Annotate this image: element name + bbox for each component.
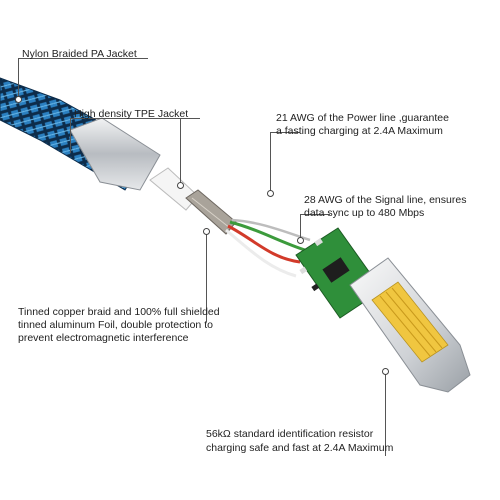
metal-sleeve <box>69 117 161 191</box>
label-shield-1: Tinned copper braid and 100% full shield… <box>18 306 220 318</box>
power-leader-vertical <box>270 132 271 192</box>
signal-leader-horizontal <box>300 214 330 215</box>
label-shield-3: prevent electromagnetic interference <box>18 332 189 344</box>
label-tpe-jacket: High density TPE Jacket <box>74 108 189 120</box>
label-power-line-2: a fasting charging at 2.4A Maximum <box>276 125 443 137</box>
signal-pointer-dot <box>297 237 304 244</box>
label-shield-2: tinned aluminum Foil, double protection … <box>18 319 213 331</box>
inner-wires <box>225 218 311 278</box>
label-nylon-jacket: Nylon Braided PA Jacket <box>22 48 137 60</box>
resistor-leader-end <box>385 455 386 456</box>
power-pointer-dot <box>267 190 274 197</box>
jacket-leader-vertical <box>18 58 19 98</box>
power-leader-horizontal <box>270 132 300 133</box>
label-signal-line-2: data sync up to 480 Mbps <box>304 207 425 219</box>
tpe-leader-horizontal <box>70 118 200 119</box>
label-signal-line-1: 28 AWG of the Signal line, ensures <box>304 194 467 206</box>
jacket-leader-horizontal <box>18 58 148 59</box>
shield-leader-vertical-2 <box>206 282 207 322</box>
shield-leader-vertical <box>206 232 207 282</box>
lightning-connector <box>349 257 471 393</box>
resistor-pointer-dot <box>382 368 389 375</box>
shield-pointer-dot <box>203 228 210 235</box>
tpe-jacket <box>149 167 199 211</box>
signal-leader-vertical <box>300 214 301 239</box>
resistor-leader-vertical <box>385 370 386 455</box>
label-power-line-1: 21 AWG of the Power line ,guarantee <box>276 112 449 124</box>
tpe-leader-vertical <box>70 118 71 153</box>
jacket-pointer-dot <box>15 96 22 103</box>
tpe-pointer-dot <box>177 182 184 189</box>
label-resistor-1: 56kΩ standard identification resistor <box>206 428 374 440</box>
shield-foil <box>185 189 237 235</box>
label-resistor-2: charging safe and fast at 2.4A Maximum <box>206 442 394 454</box>
tpe-leader-vertical-2 <box>180 118 181 183</box>
